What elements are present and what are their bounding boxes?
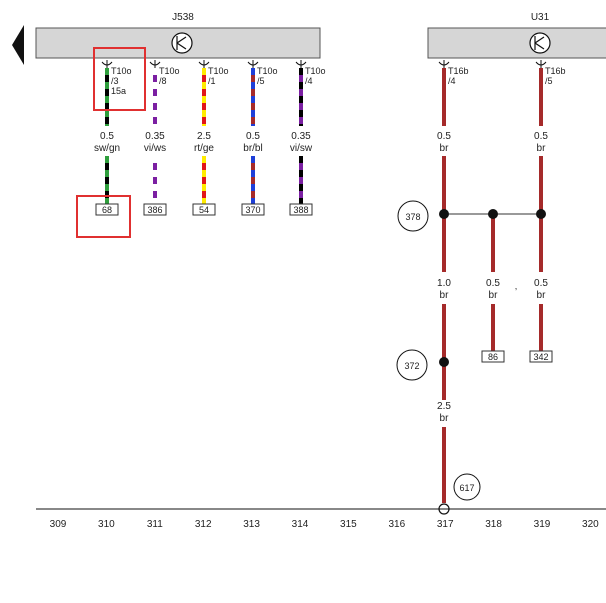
- connector-arrow-icon: [438, 60, 450, 68]
- wire-color: vi/ws: [144, 143, 166, 154]
- column-number: 312: [195, 519, 212, 530]
- wire-gauge: 0.35: [291, 131, 311, 142]
- column-number: 319: [534, 519, 551, 530]
- column-number: 320: [582, 519, 599, 530]
- connector-arrow-icon: [101, 60, 113, 68]
- ground-point-label: 617: [459, 483, 474, 493]
- column-number: 317: [437, 519, 454, 530]
- wire-color: br: [537, 143, 547, 154]
- wire-reference[interactable]: 370: [245, 205, 260, 215]
- column-number: 314: [292, 519, 309, 530]
- wire-color: vi/sw: [290, 143, 313, 154]
- wire-gauge: 0.5: [534, 131, 548, 142]
- component-label-left: J538: [172, 12, 194, 23]
- column-number: 309: [50, 519, 67, 530]
- wire-gauge: 2.5: [437, 401, 451, 412]
- column-number-axis: 309 310 311 312 313 314 315 316 317 318 319 320: [50, 519, 600, 530]
- wire-reference[interactable]: 68: [102, 205, 112, 215]
- wire-reference-box[interactable]: [481, 350, 505, 363]
- wire-gauge: 2.5: [197, 131, 211, 142]
- component-box-right: [427, 27, 606, 59]
- connector-arrow-icon: [295, 60, 307, 68]
- stray-mark: ,: [515, 281, 518, 291]
- connector-label: T16b: [545, 66, 566, 76]
- connector-arrow-icon: [149, 60, 161, 68]
- wire-gauge: 0.5: [246, 131, 260, 142]
- highlight-box: [76, 195, 131, 238]
- wire-color: br: [537, 290, 547, 301]
- connector-label: T10o: [159, 66, 180, 76]
- connector-pin: /5: [545, 76, 553, 86]
- connector-arrow-icon: [535, 60, 547, 68]
- connector-pin: /4: [305, 76, 313, 86]
- wire-gauge: 1.0: [437, 278, 451, 289]
- wire-color: br: [440, 413, 450, 424]
- connector-label: T10o: [111, 66, 132, 76]
- wire-reference-box[interactable]: [241, 203, 265, 216]
- splice-node: [488, 209, 498, 219]
- back-arrow-icon[interactable]: [12, 25, 24, 65]
- connector-pin: 15a: [111, 86, 126, 96]
- wire-reference[interactable]: 388: [293, 205, 308, 215]
- connector-arrow-icon: [198, 60, 210, 68]
- ground-fault-symbol-right: [529, 32, 551, 54]
- ground-point[interactable]: 378: [397, 200, 429, 232]
- connector-pin: /8: [159, 76, 167, 86]
- connector-pin: /3: [111, 76, 119, 86]
- connector-arrow-icon: [247, 60, 259, 68]
- wire-color: sw/gn: [94, 143, 120, 154]
- column-number: 315: [340, 519, 357, 530]
- wire-gauge: 0.5: [437, 131, 451, 142]
- wire-reference[interactable]: 386: [147, 205, 162, 215]
- connector-pin: /1: [208, 76, 216, 86]
- connector-label: T10o: [257, 66, 278, 76]
- wire-gauge: 0.5: [534, 278, 548, 289]
- connector-label: T10o: [305, 66, 326, 76]
- component-label-right: U31: [531, 12, 550, 23]
- connector-label: T16b: [448, 66, 469, 76]
- wire-color: br/bl: [243, 143, 262, 154]
- wire-reference-box[interactable]: [289, 203, 313, 216]
- wire-reference[interactable]: 54: [199, 205, 209, 215]
- wire-3: T10o/1 2.5rt/ge 54: [192, 60, 229, 216]
- ground-point-label: 378: [405, 212, 420, 222]
- wire-color: rt/ge: [194, 143, 214, 154]
- wire-gauge: 0.5: [486, 278, 500, 289]
- wire-reference[interactable]: 342: [533, 352, 548, 362]
- column-number: 318: [485, 519, 502, 530]
- ground-point[interactable]: 617: [453, 473, 481, 501]
- connector-label: T10o: [208, 66, 229, 76]
- highlight-box: [93, 47, 146, 111]
- wire-4: T10o/5 0.5br/bl 370: [241, 60, 278, 216]
- wire-color: br: [440, 143, 450, 154]
- column-number: 316: [388, 519, 405, 530]
- left-wire-group: T10o/315a0.5sw/gn68T10o/80.35vi/ws386T10…: [94, 60, 326, 216]
- wire-reference-box[interactable]: [143, 203, 167, 216]
- wire-reference[interactable]: 86: [488, 352, 498, 362]
- connector-pin: /4: [448, 76, 456, 86]
- column-number: 311: [147, 519, 163, 530]
- ground-fault-symbol-left: [171, 32, 193, 54]
- right-wire-group: T16b /4 T16b /5 0.5 br 0.5 br 1.0 br 0.5…: [437, 60, 566, 515]
- wire-reference-box[interactable]: [529, 350, 553, 363]
- ground-point-label: 372: [404, 361, 419, 371]
- wire-color: br: [489, 290, 499, 301]
- ground-point[interactable]: 372: [396, 349, 428, 381]
- connector-pin: /5: [257, 76, 265, 86]
- wire-gauge: 0.35: [145, 131, 165, 142]
- wire-color: br: [440, 290, 450, 301]
- column-number: 310: [98, 519, 115, 530]
- splice-node: [439, 357, 449, 367]
- column-number: 313: [243, 519, 260, 530]
- wire-reference-box[interactable]: [192, 203, 216, 216]
- wire-gauge: 0.5: [100, 131, 114, 142]
- wire-reference-box[interactable]: [95, 203, 119, 216]
- splice-node: [536, 209, 546, 219]
- splice-node: [439, 209, 449, 219]
